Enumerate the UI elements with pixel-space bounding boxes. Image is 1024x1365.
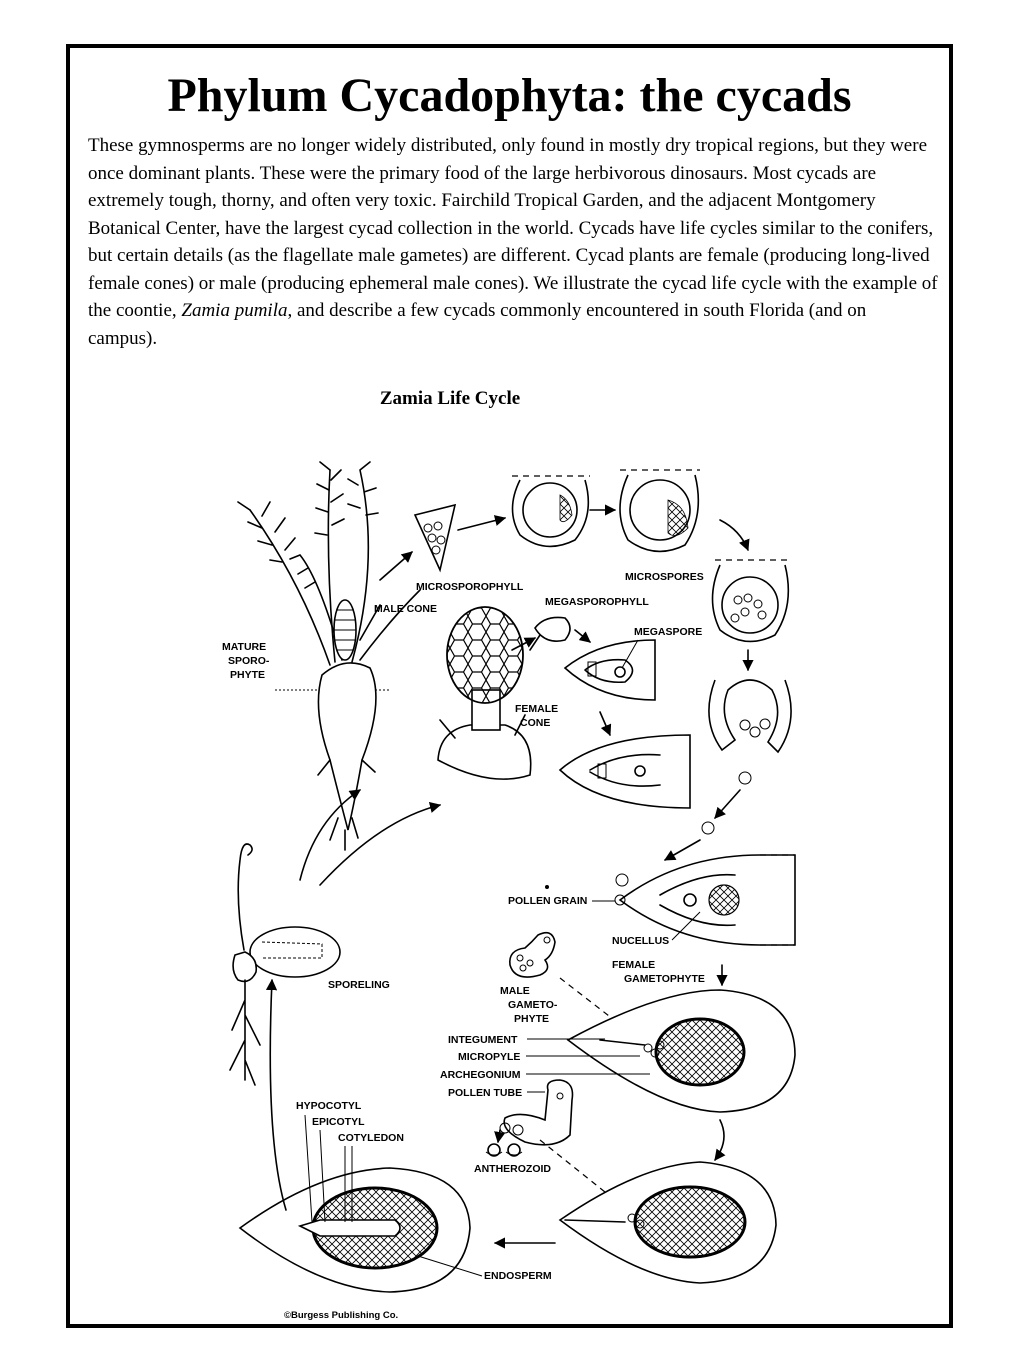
label-female-cone: FEMALE CONE [515,703,558,729]
label-mature-sporophyte: MATURE SPORO- PHYTE [222,641,270,681]
svg-text:FEMALE: FEMALE [612,959,655,971]
arrow-sporangium-2-to-3 [719,519,750,552]
antherozoids [485,1143,523,1157]
label-integument: INTEGUMENT [448,1034,518,1046]
released-pollen-2 [701,821,715,835]
ovule-megaspore [563,639,656,701]
svg-text:GAMETO-: GAMETO- [508,999,558,1011]
ovule-developing [558,734,691,809]
label-pollen-tube: POLLEN TUBE [448,1087,522,1099]
pointer-male-gametophyte [559,977,641,1041]
ovule-fertilization [566,989,796,1113]
seed-with-embryo [238,1167,471,1293]
svg-text:GAMETOPHYTE: GAMETOPHYTE [624,973,705,985]
ovule-zygote [558,1161,777,1284]
svg-text:MALE: MALE [500,985,530,997]
label-nucellus: NUCELLUS [612,935,669,947]
svg-text:MATURE: MATURE [222,641,266,653]
dot-marker [545,885,549,889]
mature-sporophyte-plant [237,461,421,851]
arrow-sporeling-to-female-cone [319,802,442,886]
label-megaspore: MEGASPORE [634,626,702,638]
microsporangium-4 [708,679,792,754]
female-cone [437,606,532,780]
label-endosperm: ENDOSPERM [484,1270,552,1282]
pollen-tube [499,1079,574,1146]
label-cotyledon: COTYLEDON [338,1132,404,1144]
label-micropyle: MICROPYLE [458,1051,520,1063]
sporeling [229,843,341,1086]
arrow-seed-to-sporeling [265,978,287,1211]
microsporangium-1 [511,475,590,548]
arrow-to-antherozoid [494,1129,506,1144]
label-hypocotyl: HYPOCOTYL [296,1100,362,1112]
label-megasporophyll: MEGASPOROPHYLL [545,596,649,608]
intro-text-part-1: These gymnosperms are no longer widely d… [88,135,938,321]
label-antherozoid: ANTHEROZOID [474,1163,551,1175]
ovule-pollination [614,854,796,946]
species-name: Zamia pumila [181,300,288,321]
label-male-cone: MALE CONE [374,603,437,615]
intro-text-part-2: , and describe a few cycads commonly enc… [88,300,867,349]
svg-text:PHYTE: PHYTE [514,1013,549,1025]
arrow-cone-to-microsporophyll [379,551,413,581]
label-epicotyl: EPICOTYL [312,1116,365,1128]
intro-paragraph: These gymnosperms are no longer widely d… [88,132,938,352]
svg-text:FEMALE: FEMALE [515,703,558,715]
label-pollen-grain: POLLEN GRAIN [508,895,587,907]
label-microspores: MICROSPORES [625,571,704,583]
svg-text:PHYTE: PHYTE [230,669,265,681]
microsporangium-2 [619,469,700,553]
arrow-megaspore-to-ovule [599,711,612,737]
megasporophyll [529,616,571,651]
arrow-megasporophyll-to-ovule [574,629,591,643]
arrow-microsporophyll-to-sporangium [457,515,507,531]
label-male-gametophyte: MALE GAMETO- PHYTE [500,985,558,1025]
microsporophyll [413,503,457,573]
arrow-pollen-to-ovule [664,839,701,861]
arrow-to-embryo-ovule [714,1119,726,1161]
copyright-credit: ©Burgess Publishing Co. [284,1310,398,1321]
arrow-pollen-release [714,789,741,819]
released-pollen-1 [738,771,752,785]
page-title: Phylum Cycadophyta: the cycads [167,69,852,122]
pointer-megaspore [621,639,639,669]
page-frame: Phylum Cycadophyta: the cycads These gym… [66,44,953,1328]
pointers-embryo-parts [304,1114,353,1223]
svg-text:SPORO-: SPORO- [228,655,270,667]
diagram-title: Zamia Life Cycle [379,388,521,409]
arrow-sporeling-to-plant [299,789,361,881]
svg-text:CONE: CONE [520,717,550,729]
label-female-gametophyte: FEMALE GAMETOPHYTE [612,959,705,985]
label-archegonium: ARCHEGONIUM [440,1069,521,1081]
arrow-cone-to-megasporophyll [511,637,536,651]
label-microsporophyll: MICROSPOROPHYLL [416,581,524,593]
pointer-nucellus [671,911,701,941]
microsporangium-3 [711,559,790,643]
pointer-endosperm [417,1255,483,1277]
label-sporeling: SPORELING [328,979,390,991]
male-gametophyte [508,931,556,978]
